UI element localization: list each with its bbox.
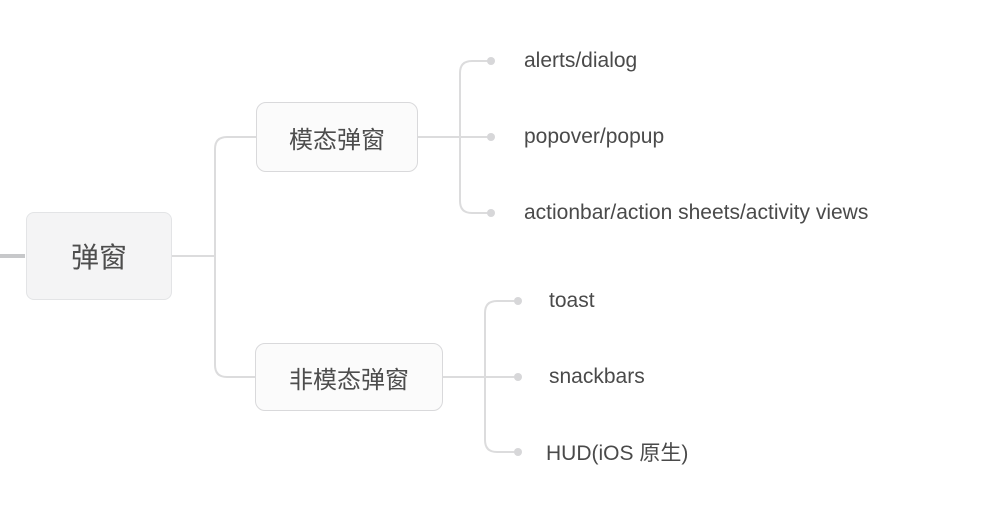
leaf-popover-popup-label: popover/popup: [524, 125, 665, 148]
dot-actionbar: [487, 209, 495, 217]
dot-snackbars: [514, 373, 522, 381]
leaf-actionbar-action-sheets[interactable]: actionbar/action sheets/activity views: [524, 201, 868, 225]
node-nonmodal-label: 非模态弹窗: [289, 366, 409, 394]
modal-children-rail: [459, 60, 488, 214]
leaf-alerts-dialog[interactable]: alerts/dialog: [524, 49, 637, 73]
leaf-toast-label: toast: [549, 289, 595, 312]
dot-alerts-dialog: [487, 57, 495, 65]
leaf-snackbars[interactable]: snackbars: [549, 365, 645, 389]
dot-popover-popup: [487, 133, 495, 141]
leaf-snackbars-label: snackbars: [549, 365, 645, 388]
leaf-popover-popup[interactable]: popover/popup: [524, 125, 664, 149]
root-branch-rail: [214, 136, 257, 378]
node-nonmodal[interactable]: 非模态弹窗: [255, 343, 443, 411]
leaf-actionbar-action-sheets-label: actionbar/action sheets/activity views: [524, 201, 869, 224]
nonmodal-children-rail: [484, 300, 515, 453]
node-modal-label: 模态弹窗: [289, 126, 385, 154]
node-root[interactable]: 弹窗: [26, 212, 172, 300]
leaf-hud-ios[interactable]: HUD(iOS 原生): [546, 437, 688, 467]
leaf-toast[interactable]: toast: [549, 289, 595, 313]
dot-hud: [514, 448, 522, 456]
dot-toast: [514, 297, 522, 305]
leaf-alerts-dialog-label: alerts/dialog: [524, 49, 638, 72]
leaf-hud-ios-label: HUD(iOS 原生): [546, 442, 689, 465]
node-root-label: 弹窗: [70, 242, 127, 273]
node-modal[interactable]: 模态弹窗: [256, 102, 418, 172]
